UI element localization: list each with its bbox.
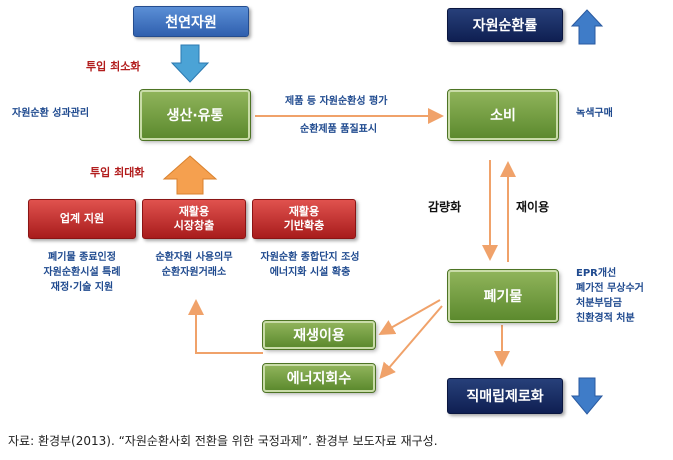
- waste-line-4: 친환경적 처분: [576, 313, 635, 324]
- infra-label-2: 기반확충: [283, 219, 325, 232]
- direct-landfill-box: 직매립제로화: [447, 378, 563, 414]
- eval-label-1: 제품 등 자원순환성 평가: [285, 96, 388, 107]
- production-box: 생산·유통: [139, 89, 251, 141]
- waste-label: 폐기물: [483, 289, 523, 305]
- performance-mgmt-label: 자원순환 성과관리: [12, 108, 90, 119]
- waste-line-1: EPR개선: [576, 268, 617, 279]
- input-maximize-arrow: [162, 155, 218, 195]
- infra-line-1: 자원순환 종합단지 조성: [260, 252, 360, 263]
- industry-support-label: 업계 지원: [59, 212, 105, 225]
- input-maximize-label: 투입 최대화: [90, 166, 145, 179]
- industry-support-box: 업계 지원: [28, 199, 136, 239]
- infra-line-2: 에너지화 시설 확충: [269, 267, 351, 278]
- recycling-rate-box: 자원순환률: [447, 8, 563, 42]
- energy-recovery-box: 에너지회수: [262, 363, 376, 393]
- support-list: 폐기물 종료인정 자원순환시설 특례 재정·기술 지원: [24, 250, 140, 295]
- support-line-1: 폐기물 종료인정: [48, 252, 116, 263]
- waste-box: 폐기물: [447, 269, 559, 323]
- direct-landfill-label: 직매립제로화: [466, 389, 544, 405]
- rate-up-arrow: [570, 9, 604, 45]
- infra-label-1: 재활용: [288, 205, 320, 218]
- waste-to-recycle-arrow: [378, 299, 441, 335]
- natural-resources-label: 천연자원: [165, 14, 217, 31]
- energy-recovery-label: 에너지회수: [286, 371, 352, 387]
- market-list: 순환자원 사용의무 순환자원거래소: [140, 250, 248, 280]
- market-creation-box: 재활용 시장창출: [142, 199, 246, 239]
- waste-line-2: 폐가전 무상수거: [576, 283, 644, 294]
- production-label: 생산·유통: [166, 108, 224, 124]
- input-minimize-arrow: [170, 44, 210, 83]
- consumption-box: 소비: [447, 89, 559, 141]
- market-label-1: 재활용: [178, 205, 210, 218]
- consumption-label: 소비: [490, 108, 516, 124]
- feedback-loop-arrow: [188, 299, 263, 354]
- market-line-2: 순환자원거래소: [161, 267, 227, 278]
- support-line-3: 재정·기술 지원: [50, 282, 114, 293]
- support-line-2: 자원순환시설 특례: [43, 267, 121, 278]
- waste-line-3: 처분부담금: [576, 298, 622, 309]
- green-purchase-label: 녹색구매: [576, 108, 613, 119]
- recycle-use-box: 재생이용: [262, 320, 376, 350]
- infra-expansion-box: 재활용 기반확충: [252, 199, 356, 239]
- source-caption: 자료: 환경부(2013). “자원순환사회 전환을 위한 국정과제”. 환경부…: [8, 434, 438, 448]
- waste-policy-list: EPR개선 폐가전 무상수거 처분부담금 친환경적 처분: [576, 266, 644, 326]
- recycling-rate-label: 자원순환률: [472, 18, 538, 34]
- input-minimize-label: 투입 최소화: [86, 60, 141, 73]
- reuse-label: 재이용: [516, 200, 550, 214]
- infra-list: 자원순환 종합단지 조성 에너지화 시설 확충: [248, 250, 372, 280]
- market-line-1: 순환자원 사용의무: [155, 252, 233, 263]
- market-label-2: 시장창출: [173, 219, 215, 232]
- eval-label-2: 순환제품 품질표시: [300, 124, 378, 135]
- landfill-down-arrow: [570, 377, 604, 415]
- natural-resources-box: 천연자원: [133, 6, 249, 37]
- waste-to-energy-arrow: [379, 305, 443, 380]
- recycle-use-label: 재생이용: [293, 328, 345, 344]
- reduce-label: 감량화: [428, 200, 462, 214]
